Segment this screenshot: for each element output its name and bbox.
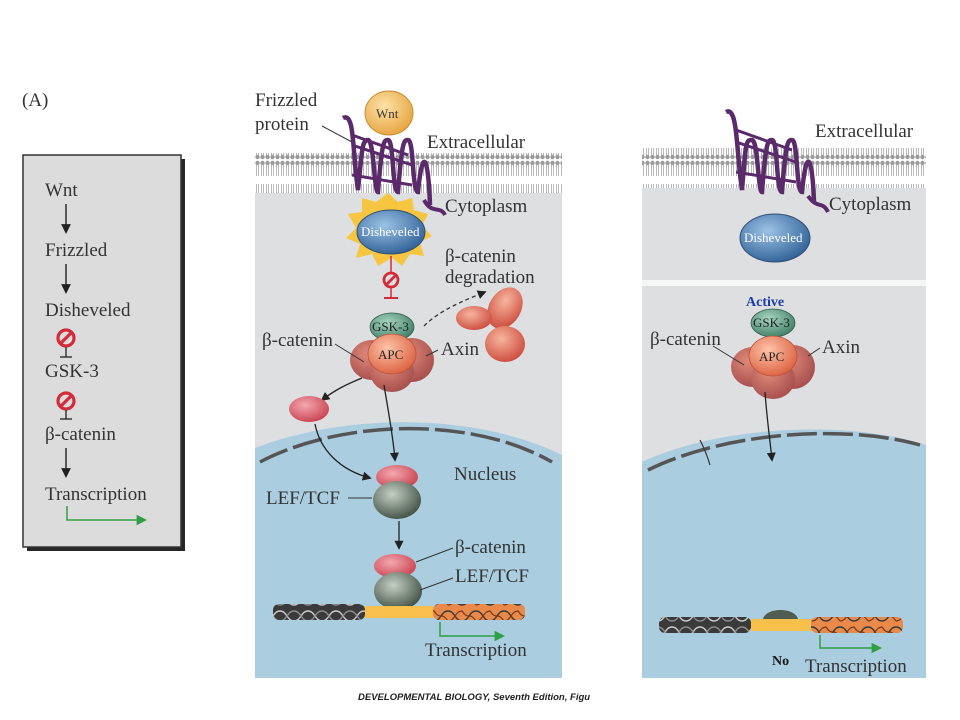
nuclear-import-arrow	[383, 384, 399, 462]
beta-catenin-release-arrow	[320, 377, 363, 402]
extracellular-label: Extracellular	[815, 121, 914, 142]
blocked-import-arrow	[764, 391, 776, 462]
wnt-ligand	[364, 90, 414, 136]
dna-strand	[659, 617, 903, 633]
inhibit-icon	[382, 256, 400, 299]
source-caption: DEVELOPMENTAL BIOLOGY, Seventh Edition, …	[358, 692, 590, 703]
degradation-arrow	[423, 290, 487, 327]
inhibit-icon	[56, 328, 76, 358]
cell-membrane	[255, 153, 562, 193]
nuclear-envelope	[647, 431, 921, 472]
inhibit-icon	[56, 391, 76, 420]
transcription-arrow-icon	[439, 622, 506, 642]
beta-catenin-bound-label: β-catenin	[455, 537, 526, 558]
disheveled-protein	[739, 213, 811, 263]
gsk3-label: GSK-3	[372, 319, 409, 334]
right-panel: Disheveled Extracellular Cytoplasm Activ…	[642, 109, 926, 678]
frizzled-receptor	[724, 109, 830, 214]
lef-tcf-bound	[374, 572, 422, 610]
pathway-step-wnt: Wnt	[45, 180, 78, 201]
lef-tcf-protein	[373, 481, 421, 519]
nuclear-import-arrow	[314, 423, 372, 481]
disheveled-label: Disheveled	[361, 224, 420, 239]
axin-label: Axin	[822, 337, 861, 358]
pathway-step-frizzled: Frizzled	[45, 240, 108, 261]
beta-catenin-label: β-catenin	[262, 330, 333, 351]
transcription-label: Transcription	[805, 656, 907, 677]
nuclear-envelope	[259, 426, 553, 464]
beta-catenin-label: β-catenin	[650, 329, 721, 350]
free-beta-catenin	[289, 396, 329, 422]
apc-protein	[367, 333, 417, 375]
transcription-arrow-icon	[66, 506, 148, 526]
frizzled-receptor	[341, 115, 447, 217]
gsk3-label: GSK-3	[753, 315, 790, 330]
pathway-box: Wnt Frizzled Disheveled GSK-3 β-catenin …	[22, 154, 185, 551]
degraded-fragment	[487, 287, 523, 329]
panel-label: (A)	[22, 90, 48, 111]
pathway-step-disheveled: Disheveled	[45, 300, 131, 321]
active-label: Active	[746, 295, 784, 310]
disheveled-label: Disheveled	[744, 230, 803, 245]
degraded-fragment	[456, 306, 492, 330]
apc-protein	[748, 335, 798, 377]
lef-tcf-label: LEF/TCF	[266, 488, 340, 509]
middle-panel: Wnt Disheveled Frizzled protein Extracel…	[255, 90, 562, 678]
extracellular-label: Extracellular	[427, 132, 526, 153]
protein-label: protein	[255, 114, 309, 135]
lef-tcf-bound-label: LEF/TCF	[455, 566, 529, 587]
disheveled-protein	[356, 209, 426, 255]
nucleus-region	[642, 429, 926, 678]
cytoplasm-label: Cytoplasm	[829, 194, 912, 215]
beta-catenin-degradation-label-2: degradation	[445, 267, 535, 288]
pathway-step-gsk3: GSK-3	[45, 361, 99, 382]
frizzled-label: Frizzled	[255, 90, 318, 111]
transcription-label: Transcription	[425, 640, 527, 661]
nucleus-label: Nucleus	[454, 464, 516, 485]
cytoplasm-label: Cytoplasm	[445, 196, 528, 217]
axin-label: Axin	[441, 339, 480, 360]
dna-strand	[273, 604, 525, 620]
no-label: No	[772, 654, 789, 669]
wnt-label: Wnt	[376, 106, 399, 121]
pathway-step-transcription: Transcription	[45, 484, 147, 505]
degraded-fragment	[485, 326, 525, 362]
beta-catenin-bound	[374, 554, 416, 578]
transcription-arrow-icon	[819, 635, 883, 654]
beta-catenin-degradation-label-1: β-catenin	[445, 246, 516, 267]
apc-label: APC	[378, 347, 403, 362]
lef-tcf-on-dna	[763, 610, 798, 619]
apc-label: APC	[759, 349, 784, 364]
pathway-step-beta-catenin: β-catenin	[45, 424, 116, 445]
